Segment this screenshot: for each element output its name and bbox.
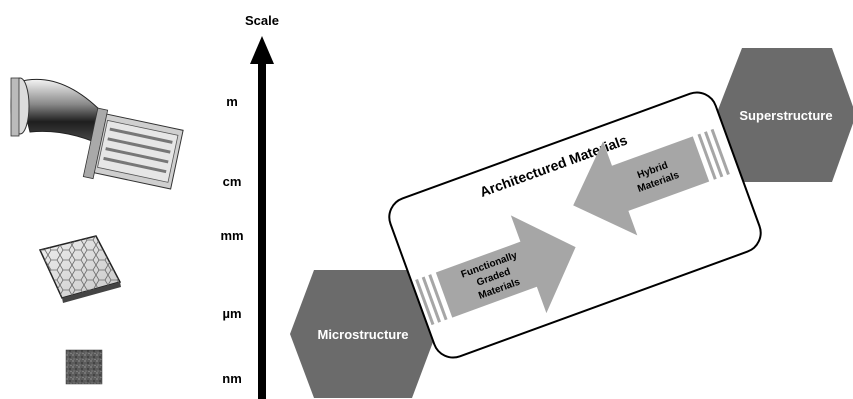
superstructure-label: Superstructure [739, 108, 832, 123]
honeycomb-plate-icon [38, 235, 122, 303]
axis-arrowhead [250, 36, 274, 64]
nanostructure-sample-icon [65, 349, 103, 385]
tick-label-nm: nm [222, 371, 242, 386]
tick-label-um: µm [222, 306, 241, 321]
microstructure-node: Microstructure [290, 270, 436, 398]
architectured-materials-box [388, 91, 762, 359]
tick-label-m: m [226, 94, 238, 109]
tick-label-mm: mm [220, 228, 243, 243]
hybrid-materials-arrow: Hybrid Materials [573, 128, 730, 236]
machine-component-icon [10, 77, 184, 190]
architectured-materials-group: Architectured Materials Functionally Gra… [388, 91, 762, 359]
tick-label-cm: cm [223, 174, 242, 189]
scale-axis-title: Scale [245, 13, 279, 28]
superstructure-node: Superstructure [716, 48, 853, 182]
microstructure-label: Microstructure [317, 327, 408, 342]
scale-axis: Scale m cm mm µm nm [220, 13, 279, 399]
